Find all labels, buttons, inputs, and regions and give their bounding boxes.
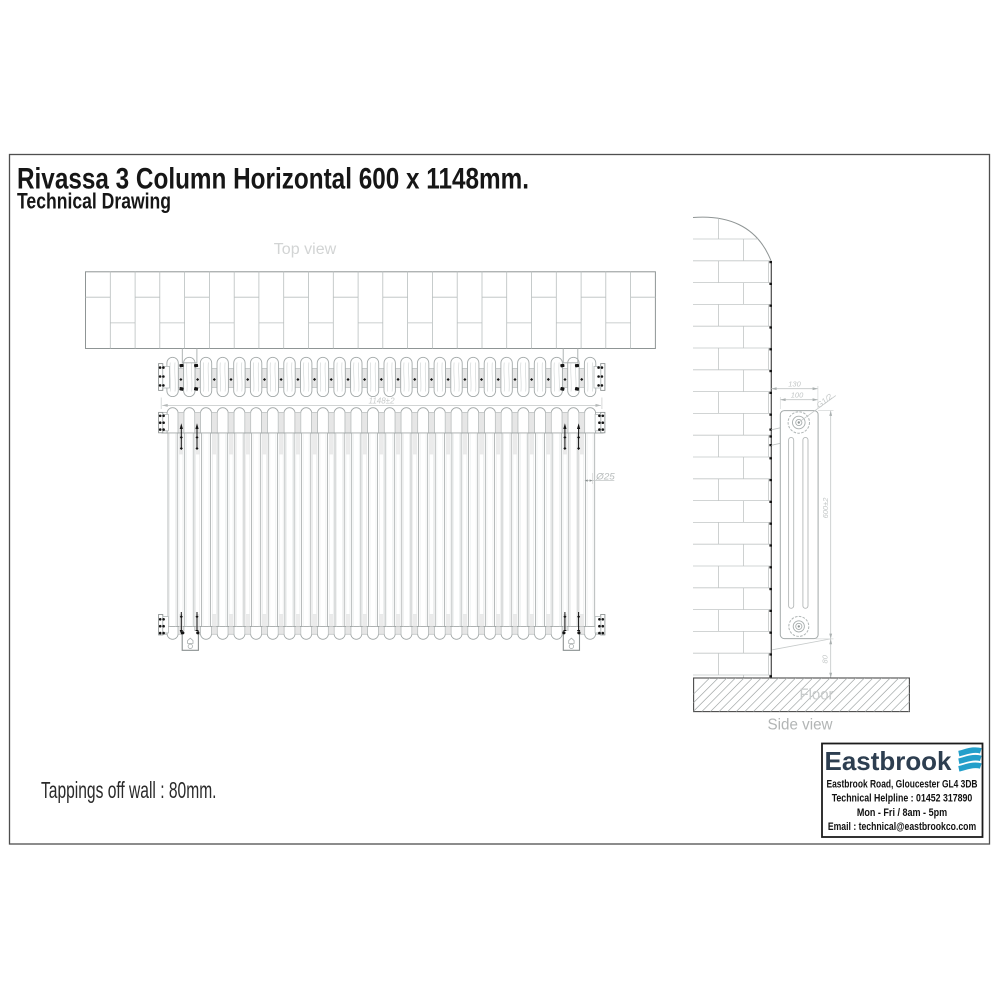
svg-text:Technical Drawing: Technical Drawing <box>17 189 171 214</box>
svg-text:600±2: 600±2 <box>821 497 830 519</box>
svg-text:Email : technical@eastbrookco.: Email : technical@eastbrookco.com <box>828 821 976 833</box>
svg-text:1148±2: 1148±2 <box>368 397 395 406</box>
svg-text:Mon - Fri / 8am - 5pm: Mon - Fri / 8am - 5pm <box>857 807 947 819</box>
svg-text:Eastbrook Road, Gloucester GL4: Eastbrook Road, Gloucester GL4 3DB <box>827 778 978 790</box>
svg-text:130: 130 <box>788 380 801 389</box>
svg-text:Technical Helpline : 01452 317: Technical Helpline : 01452 317890 <box>832 793 973 805</box>
svg-text:Side view: Side view <box>768 716 834 733</box>
svg-text:Rivassa 3 Column Horizontal 60: Rivassa 3 Column Horizontal 600 x 1148mm… <box>17 163 529 196</box>
svg-text:Top view: Top view <box>274 241 337 258</box>
svg-text:Tappings off wall : 80mm.: Tappings off wall : 80mm. <box>41 777 217 803</box>
svg-text:Ø25: Ø25 <box>595 472 615 483</box>
svg-text:Eastbrook: Eastbrook <box>825 746 953 776</box>
svg-text:100: 100 <box>791 391 804 400</box>
svg-text:80: 80 <box>821 654 830 663</box>
svg-text:Floor: Floor <box>800 687 834 704</box>
